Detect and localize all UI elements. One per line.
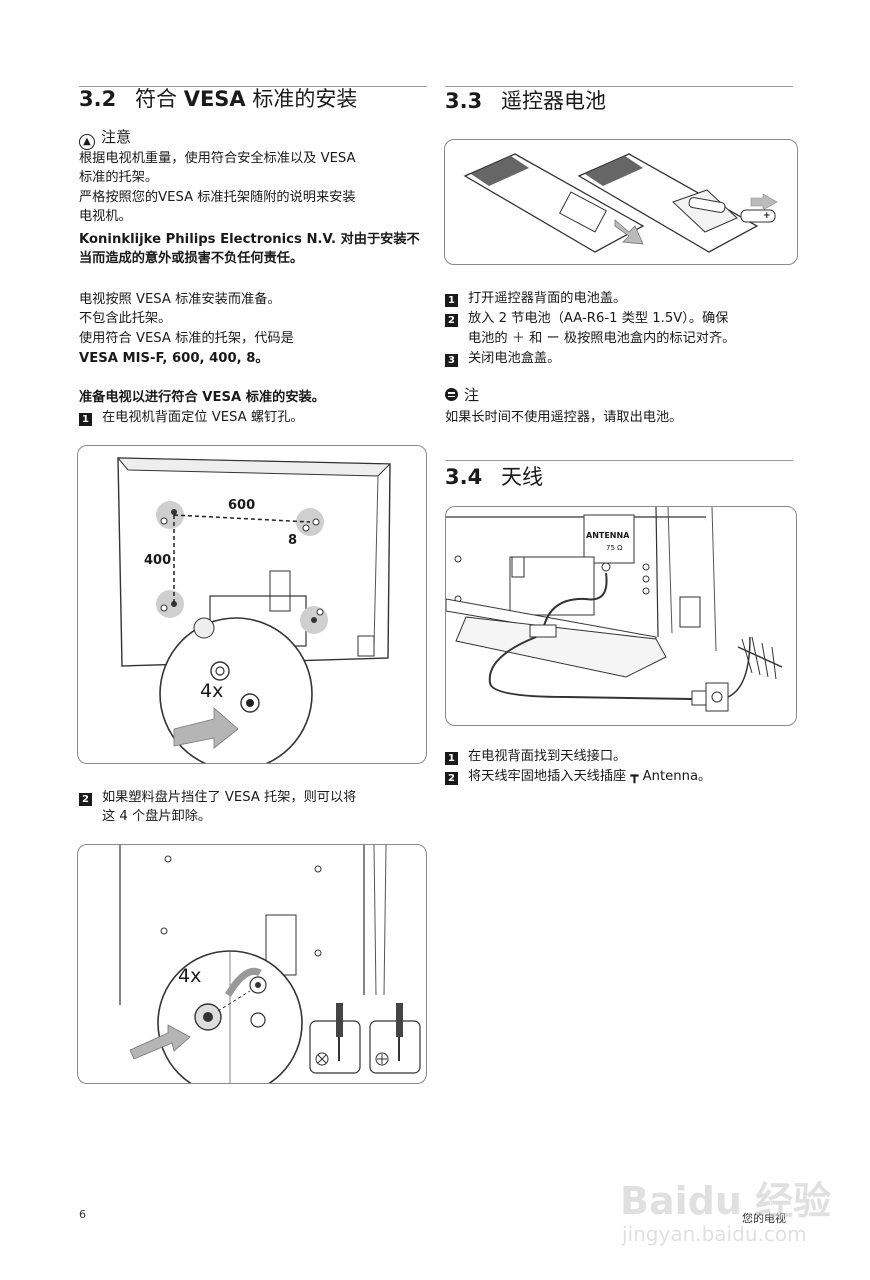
step-text: 在电视机背面定位 VESA 螺钉孔。 — [102, 410, 304, 425]
battery-polarity-label: + — [763, 211, 771, 221]
figure-vesa-holes: 600 400 8 4x — [77, 445, 427, 764]
section-heading-3-2: 3.2 符合 VESA 标准的安装 — [79, 86, 357, 112]
section-rule — [445, 460, 793, 461]
remote-illustration — [463, 153, 778, 253]
screw-size-label: 8 — [288, 533, 298, 548]
figure-remote-battery: + — [444, 139, 798, 265]
step-text: 如果塑料盘片挡住了 VESA 托架，则可以将 — [102, 790, 357, 805]
body-line: 不包含此托架。 — [79, 311, 172, 326]
caution-label: 注意 — [101, 128, 132, 146]
vesa-illustration — [116, 457, 392, 763]
step-1: 1 打开遥控器背面的电池盖。 — [445, 289, 626, 309]
step-2: 2 如果塑料盘片挡住了 VESA 托架，则可以将 — [79, 788, 356, 808]
disc-count-label: 4x — [178, 965, 202, 987]
section-heading-3-4: 3.4 天线 — [445, 464, 543, 490]
footer-section-name: 您的电视 — [742, 1212, 786, 1225]
prepare-title: 准备电视以进行符合 VESA 标准的安装。 — [79, 390, 325, 405]
figure-antenna: ANTENNA 75 Ω — [445, 506, 797, 726]
step-2: 2 将天线牢固地插入天线插座 ┳ Antenna。 — [445, 767, 711, 787]
section-title-part: 符合 — [135, 87, 184, 111]
step-text-continued: 电池的 ＋ 和 ー 极按照电池盒内的标记对齐。 — [468, 331, 736, 346]
body-line: VESA MIS-F, 600, 400, 8。 — [79, 351, 269, 366]
section-number: 3.4 — [445, 465, 483, 489]
figure-remove-discs: 4x — [77, 844, 427, 1084]
dimension-horizontal-label: 600 — [228, 498, 256, 513]
caution-line: 标准的托架。 — [79, 170, 159, 185]
watermark-logo: Baidu 经验 — [620, 1179, 832, 1223]
section-title: 天线 — [501, 465, 543, 489]
caution-heading: ▲ 注意 — [79, 128, 131, 150]
caution-line: 当而造成的意外或损害不负任何责任。 — [79, 251, 304, 266]
caution-line: 根据电视机重量，使用符合安全标准以及 VESA — [79, 151, 356, 166]
section-rule — [445, 86, 793, 87]
section-number: 3.2 — [79, 87, 117, 111]
step-text: 将天线牢固地插入天线插座 ┳ Antenna。 — [468, 769, 712, 784]
discs-illustration — [119, 845, 421, 1083]
step-1: 1 在电视背面找到天线接口。 — [445, 747, 626, 767]
note-label: 注 — [464, 386, 480, 404]
step-text-continued: 这 4 个盘片卸除。 — [102, 809, 212, 824]
note-text: 如果长时间不使用遥控器，请取出电池。 — [445, 410, 683, 425]
section-title-part: VESA — [183, 87, 246, 111]
section-title-part: 标准的安装 — [245, 87, 358, 111]
section-number: 3.3 — [445, 89, 483, 113]
note-heading: 注 — [445, 386, 479, 406]
step-2: 2 放入 2 节电池（AA-R6-1 类型 1.5V）。确保 — [445, 309, 728, 329]
step-1: 1 在电视机背面定位 VESA 螺钉孔。 — [79, 408, 304, 428]
step-text: 放入 2 节电池（AA-R6-1 类型 1.5V）。确保 — [468, 311, 729, 326]
step-text: 打开遥控器背面的电池盖。 — [468, 291, 627, 306]
warning-icon: ▲ — [79, 134, 95, 150]
step-3: 3 关闭电池盒盖。 — [445, 349, 560, 369]
caution-line: Koninklijke Philips Electronics N.V. 对由于… — [79, 232, 420, 247]
antenna-impedance-label: 75 Ω — [606, 544, 623, 552]
page-number: 6 — [79, 1208, 86, 1221]
section-rule — [79, 86, 427, 87]
section-title: 遥控器电池 — [501, 89, 606, 113]
step-number-box: 1 — [445, 752, 458, 765]
antenna-port-label: ANTENNA — [586, 531, 630, 540]
step-number-box: 1 — [79, 413, 92, 426]
dimension-vertical-label: 400 — [144, 553, 172, 568]
note-icon — [445, 388, 458, 401]
caution-line: 严格按照您的VESA 标准托架随附的说明来安装 — [79, 190, 356, 205]
section-heading-3-3: 3.3 遥控器电池 — [445, 88, 606, 114]
step-text: 在电视背面找到天线接口。 — [468, 749, 627, 764]
step-number-box: 2 — [445, 772, 458, 785]
caution-line: 电视机。 — [79, 209, 132, 224]
step-number-box: 3 — [445, 354, 458, 367]
step-number-box: 1 — [445, 294, 458, 307]
watermark-url: jingyan.baidu.com — [622, 1222, 807, 1246]
screw-count-label: 4x — [200, 680, 224, 702]
body-line: 使用符合 VESA 标准的托架，代码是 — [79, 331, 294, 346]
body-line: 电视按照 VESA 标准安装而准备。 — [79, 292, 281, 307]
step-number-box: 2 — [445, 314, 458, 327]
antenna-illustration — [446, 507, 783, 712]
step-number-box: 2 — [79, 793, 92, 806]
step-text: 关闭电池盒盖。 — [468, 351, 561, 366]
